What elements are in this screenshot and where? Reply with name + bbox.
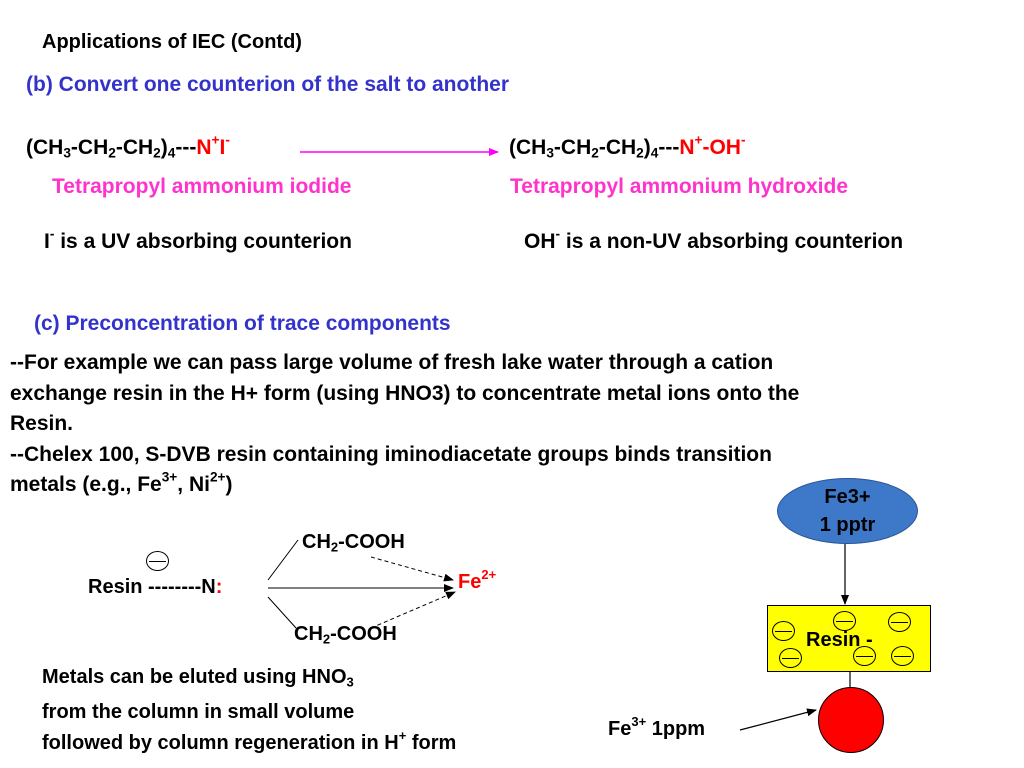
bond-bottom bbox=[267, 596, 297, 629]
elution-line: Metals can be eluted using HNO3 bbox=[42, 666, 354, 690]
bond-top bbox=[267, 539, 299, 581]
right-note: OH- is a non-UV absorbing counterion bbox=[524, 226, 904, 253]
eluate-collector-circle bbox=[818, 687, 884, 753]
coordination-bottom bbox=[370, 591, 456, 629]
paragraph-line: exchange resin in the H+ form (using HNO… bbox=[10, 381, 800, 405]
left-compound-name: Tetrapropyl ammonium iodide bbox=[52, 175, 352, 198]
input-sample-ellipse: Fe3+ 1 pptr bbox=[777, 478, 918, 544]
top-carboxyl-group: CH2-COOH bbox=[302, 531, 405, 555]
input-concentration: 1 pptr bbox=[819, 514, 876, 536]
paragraph-line: --For example we can pass large volume o… bbox=[10, 351, 774, 374]
left-note: I- is a UV absorbing counterion bbox=[44, 226, 352, 253]
negative-charge-icon bbox=[888, 612, 911, 632]
elution-line: followed by column regeneration in H+ fo… bbox=[42, 728, 457, 755]
paragraph-line: --Chelex 100, S-DVB resin containing imi… bbox=[10, 442, 772, 466]
metal-ion-label: Fe2+ bbox=[458, 566, 497, 593]
right-formula: (CH3-CH2-CH2)4---N+-OH- bbox=[509, 132, 746, 161]
negative-charge-icon bbox=[853, 646, 876, 666]
negative-charge-icon bbox=[779, 648, 802, 668]
negative-charge-icon bbox=[146, 551, 169, 571]
paragraph-line: Resin. bbox=[10, 412, 74, 435]
paragraph-line: metals (e.g., Fe3+, Ni2+) bbox=[10, 469, 233, 496]
section-c-paragraph: --For example we can pass large volume o… bbox=[10, 348, 1010, 501]
slide-title: Applications of IEC (Contd) bbox=[42, 31, 302, 53]
output-label: Fe3+ 1ppm bbox=[608, 713, 706, 740]
bottom-carboxyl-group: CH2-COOH bbox=[294, 623, 397, 647]
negative-charge-icon bbox=[833, 611, 856, 631]
negative-charge-icon bbox=[891, 646, 914, 666]
left-formula: (CH3-CH2-CH2)4---N+I- bbox=[26, 132, 230, 161]
coordination-top bbox=[370, 556, 454, 582]
elution-line: from the column in small volume bbox=[42, 701, 355, 724]
resin-n-label: Resin --------N: bbox=[88, 576, 223, 598]
section-c-heading: (c) Preconcentration of trace components bbox=[34, 312, 451, 335]
resin-column-label: Resin - bbox=[806, 629, 873, 651]
input-label: Fe3+ bbox=[824, 486, 871, 508]
section-b-heading: (b) Convert one counterion of the salt t… bbox=[26, 73, 509, 96]
elution-note: Metals can be eluted using HNO3 from the… bbox=[42, 662, 456, 759]
negative-charge-icon bbox=[772, 621, 795, 641]
flow-arrow-output bbox=[739, 708, 817, 731]
right-compound-name: Tetrapropyl ammonium hydroxide bbox=[510, 175, 848, 198]
